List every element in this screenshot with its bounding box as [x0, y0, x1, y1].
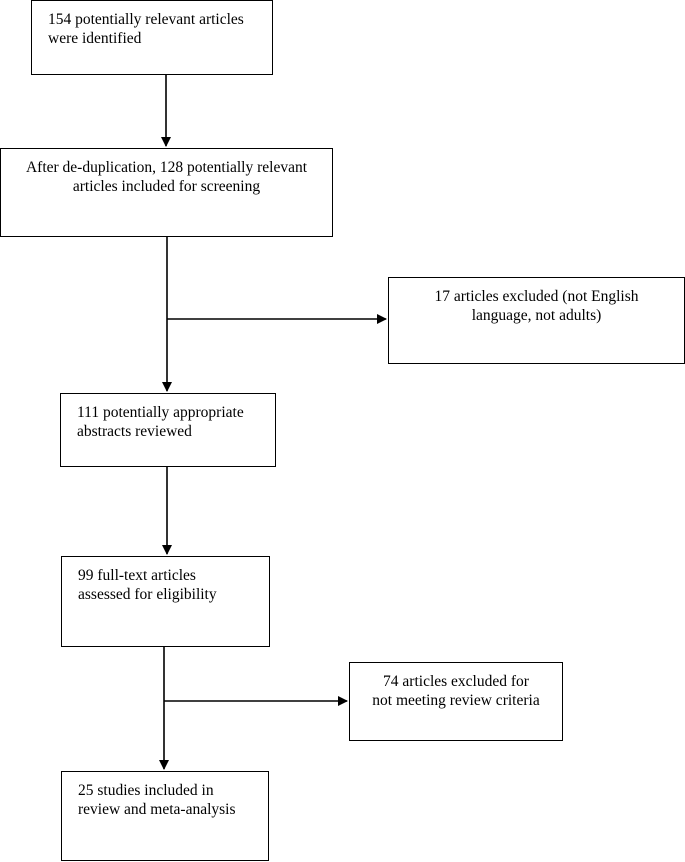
deduplicated-line-2: articles included for screening: [72, 178, 261, 195]
identified-line-2: were identified: [48, 30, 142, 47]
excluded-criteria-line-2: not meeting review criteria: [372, 692, 540, 709]
deduplicated-box: After de-duplication, 128 potentially re…: [0, 148, 333, 237]
fulltext-line-1: 99 full-text articles: [78, 567, 196, 584]
excluded-language-box: 17 articles excluded (not English langua…: [388, 277, 685, 364]
abstracts-box: 111 potentially appropriate abstracts re…: [60, 393, 276, 467]
excluded-language-line-2: language, not adults): [471, 307, 602, 324]
included-box: 25 studies included in review and meta-a…: [61, 771, 269, 861]
abstracts-line-2: abstracts reviewed: [77, 423, 192, 440]
excluded-criteria-line-1: 74 articles excluded for: [383, 673, 529, 690]
identified-line-1: 154 potentially relevant articles: [48, 11, 244, 28]
included-line-1: 25 studies included in: [78, 782, 214, 799]
fulltext-line-2: assessed for eligibility: [78, 586, 217, 603]
deduplicated-line-1: After de-duplication, 128 potentially re…: [25, 159, 308, 176]
identified-box: 154 potentially relevant articles were i…: [31, 0, 273, 75]
fulltext-box: 99 full-text articles assessed for eligi…: [61, 556, 270, 647]
excluded-criteria-box: 74 articles excluded for not meeting rev…: [349, 662, 563, 741]
excluded-language-line-1: 17 articles excluded (not English: [434, 288, 639, 305]
abstracts-line-1: 111 potentially appropriate: [77, 404, 244, 421]
included-line-2: review and meta-analysis: [78, 801, 236, 818]
